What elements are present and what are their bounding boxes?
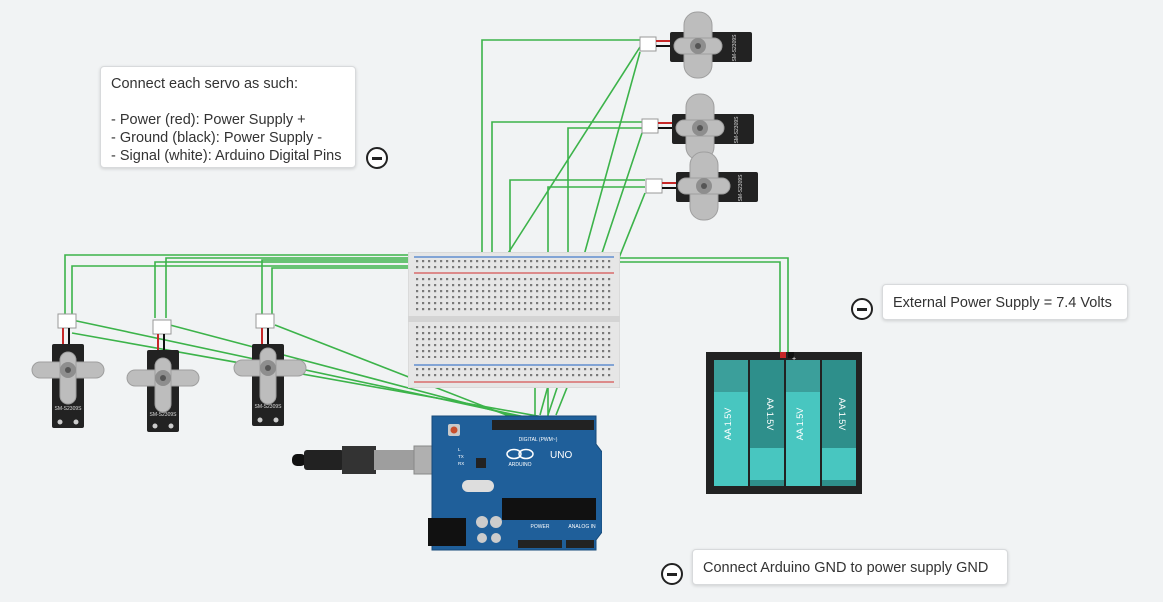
battery-pack[interactable]: + AA 1.5V AA 1.5V AA 1.5V AA 1.5V (706, 352, 862, 494)
wire (481, 39, 640, 258)
wire (612, 261, 781, 352)
wire (491, 121, 642, 258)
power-label: POWER (531, 524, 550, 530)
tx-label: TX (458, 454, 464, 459)
wire (612, 257, 789, 352)
servo-connector (639, 36, 657, 52)
battery-cell-label: AA 1.5V (723, 408, 733, 441)
reset-button (450, 426, 458, 434)
wire (165, 257, 412, 318)
battery-cell-1: AA 1.5V (714, 360, 748, 486)
arduino-logo-icon (506, 448, 522, 460)
note-line: Connect each servo as such: (111, 76, 298, 92)
microcontroller-chip (502, 498, 596, 520)
wire (261, 259, 412, 318)
note-servo-instructions[interactable]: Connect each servo as such: - Power (red… (100, 66, 356, 168)
battery-plus-label: + (792, 356, 796, 363)
battery-cell-4: AA 1.5V (822, 360, 856, 486)
battery-cell-label: AA 1.5V (795, 408, 805, 441)
wire (71, 265, 412, 318)
l-label: L (458, 447, 461, 452)
wire (567, 127, 642, 258)
note-power-supply[interactable]: External Power Supply = 7.4 Volts (882, 284, 1128, 320)
battery-cell-label: AA 1.5V (765, 398, 775, 431)
servo-label: SM-S2309S (255, 404, 283, 410)
collapse-note-icon[interactable] (851, 298, 873, 320)
wire (547, 186, 645, 258)
wire (64, 254, 412, 318)
arduino-brand: ARDUINO (508, 462, 531, 468)
rx-label: RX (458, 461, 464, 466)
servo-left-2[interactable]: SM-S2309S (125, 318, 201, 436)
servo-label: SM-S2309S (150, 412, 178, 418)
servo-top-1[interactable]: SM-S2309S (636, 8, 756, 80)
note-arduino-gnd[interactable]: Connect Arduino GND to power supply GND (692, 549, 1008, 585)
note-line: - Power (red): Power Supply + (111, 112, 306, 128)
servo-left-3[interactable]: SM-S2309S (232, 312, 308, 430)
battery-cell-2: AA 1.5V (750, 360, 784, 486)
servo-label: SM-S2309S (55, 406, 83, 412)
note-line: - Ground (black): Power Supply - (111, 130, 323, 146)
note-text: Connect Arduino GND to power supply GND (703, 560, 989, 576)
wire (271, 267, 412, 318)
servo-label: SM-S2309S (732, 34, 738, 62)
collapse-note-icon[interactable] (366, 147, 388, 169)
note-line (111, 93, 355, 111)
servo-label: SM-S2309S (738, 174, 744, 202)
wire (509, 179, 645, 258)
servo-top-3[interactable]: SM-S2309S (642, 150, 762, 222)
servo-left-1[interactable]: SM-S2309S (30, 312, 106, 430)
collapse-note-icon[interactable] (661, 563, 683, 585)
breadboard[interactable] (407, 251, 621, 389)
wire (504, 46, 641, 259)
wire (154, 261, 412, 318)
analog-label: ANALOG IN (568, 524, 596, 530)
arduino-model: UNO (550, 450, 572, 461)
note-text: External Power Supply = 7.4 Volts (893, 295, 1112, 311)
arduino-uno[interactable]: DIGITAL (PWM~) ARDUINO UNO TX RX L POWER… (290, 414, 603, 552)
power-jack (428, 518, 466, 546)
battery-cell-label: AA 1.5V (837, 398, 847, 431)
servo-label: SM-S2309S (734, 116, 740, 144)
digital-label: DIGITAL (PWM~) (519, 437, 558, 443)
note-line: - Signal (white): Arduino Digital Pins (111, 148, 342, 164)
usb-cable (292, 454, 306, 466)
battery-cell-3: AA 1.5V (786, 360, 820, 486)
